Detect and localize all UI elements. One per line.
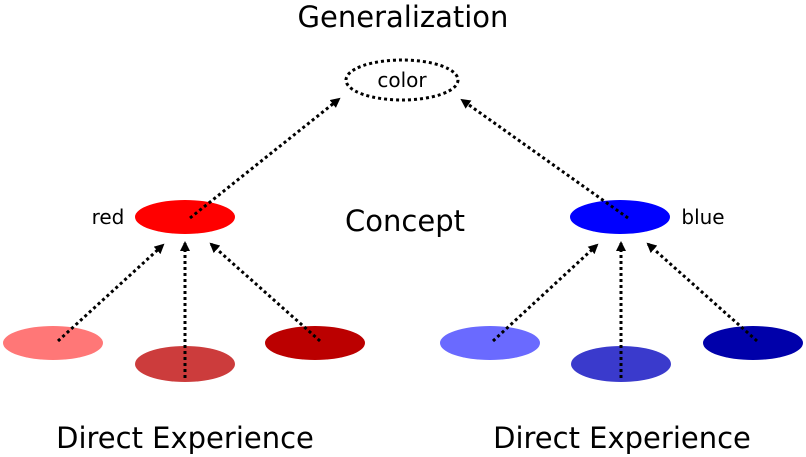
red-concept-label: red [92,205,125,229]
blue-concept-label: blue [681,205,724,229]
color-node-label: color [377,68,427,92]
concept-label: Concept [345,204,465,238]
arrow-red-exp3-to-red [209,242,321,343]
blue-experience-node-1 [440,326,540,360]
arrow-blue-exp1-to-blue [491,243,599,343]
blue-experience-node-3 [703,326,803,360]
blue-concept-node [570,200,670,234]
red-experience-node-1 [3,326,103,360]
generalization-title: Generalization [298,0,509,34]
color-node: color [344,58,460,102]
red-concept-node [135,200,235,234]
arrow-blue-exp3-to-blue [646,242,758,343]
direct-experience-left-label: Direct Experience [56,421,314,455]
direct-experience-right-label: Direct Experience [493,421,751,455]
arrow-red-to-color [189,97,341,220]
arrow-red-exp1-to-red [56,243,165,343]
red-experience-node-3 [265,326,365,360]
arrow-blue-to-color [460,98,629,220]
